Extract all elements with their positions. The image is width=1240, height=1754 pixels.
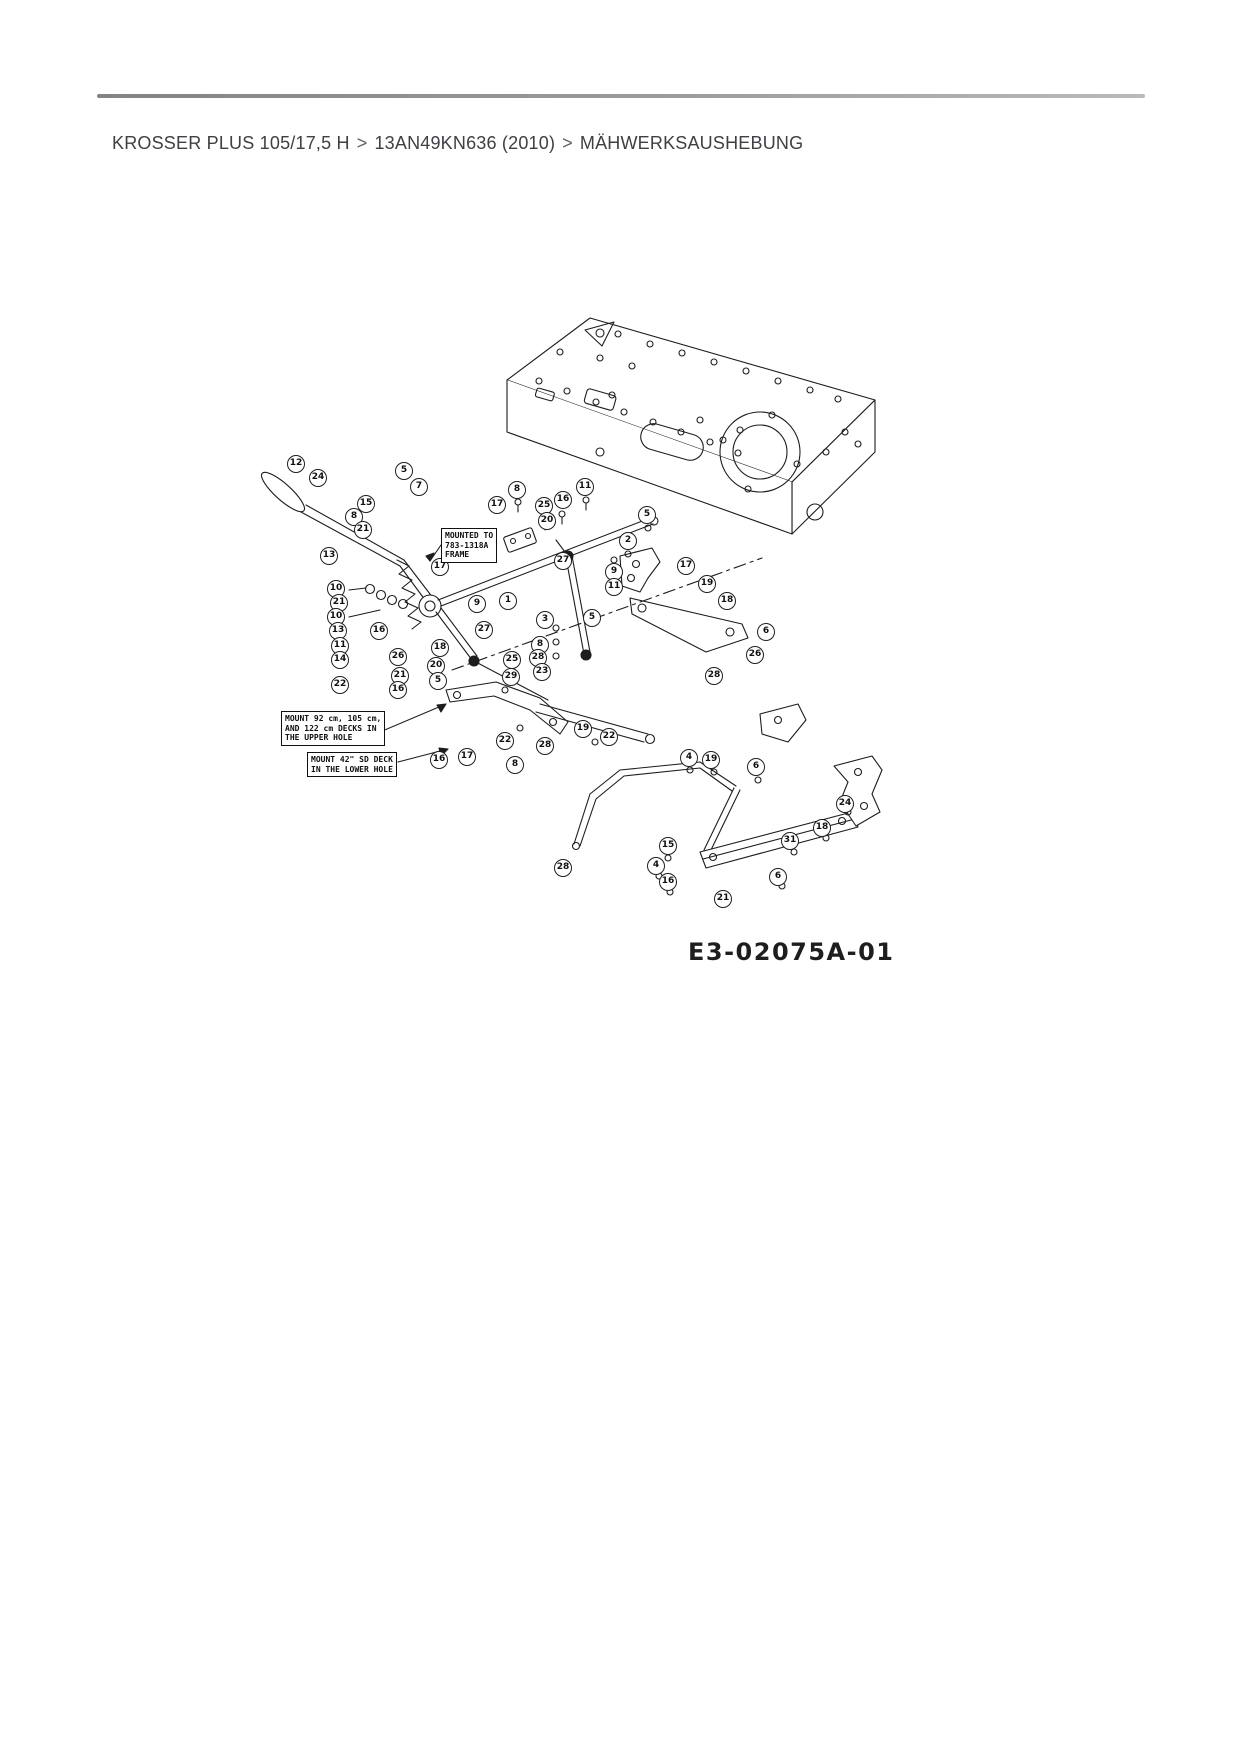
callout-28: 28 <box>554 859 572 877</box>
callout-18: 18 <box>813 819 831 837</box>
callout-17: 17 <box>677 557 695 575</box>
callout-15: 15 <box>659 837 677 855</box>
callout-9: 9 <box>468 595 486 613</box>
callout-19: 19 <box>702 751 720 769</box>
callout-16: 16 <box>389 681 407 699</box>
callout-14: 14 <box>331 651 349 669</box>
callout-16: 16 <box>370 622 388 640</box>
callout-2: 2 <box>619 532 637 550</box>
callout-6: 6 <box>757 623 775 641</box>
callout-21: 21 <box>714 890 732 908</box>
callout-28: 28 <box>529 649 547 667</box>
callout-31: 31 <box>781 832 799 850</box>
callout-28: 28 <box>705 667 723 685</box>
deck-arm <box>629 597 749 653</box>
callout-15: 15 <box>357 495 375 513</box>
callout-13: 13 <box>329 622 347 640</box>
callout-24: 24 <box>309 469 327 487</box>
callout-16: 16 <box>554 491 572 509</box>
callout-19: 19 <box>574 720 592 738</box>
callout-22: 22 <box>331 676 349 694</box>
callout-5: 5 <box>395 462 413 480</box>
callout-17: 17 <box>458 748 476 766</box>
spring <box>396 559 422 630</box>
breadcrumb: KROSSER PLUS 105/17,5 H >13AN49KN636 (201… <box>112 133 803 154</box>
callout-11: 11 <box>576 478 594 496</box>
callout-18: 18 <box>718 592 736 610</box>
callout-4: 4 <box>680 749 698 767</box>
callout-17: 17 <box>431 558 449 576</box>
callout-22: 22 <box>600 728 618 746</box>
callout-25: 25 <box>503 651 521 669</box>
callout-20: 20 <box>538 512 556 530</box>
callout-5: 5 <box>429 672 447 690</box>
callout-16: 16 <box>430 751 448 769</box>
callout-8: 8 <box>508 481 526 499</box>
callout-22: 22 <box>496 732 514 750</box>
callout-3: 3 <box>536 611 554 629</box>
callout-12: 12 <box>287 455 305 473</box>
callout-19: 19 <box>698 575 716 593</box>
callout-23: 23 <box>533 663 551 681</box>
callout-6: 6 <box>769 868 787 886</box>
breadcrumb-item[interactable]: KROSSER PLUS 105/17,5 H <box>112 133 350 153</box>
callout-4: 4 <box>647 857 665 875</box>
callout-26: 26 <box>746 646 764 664</box>
callout-21: 21 <box>354 521 372 539</box>
callout-16: 16 <box>659 873 677 891</box>
callout-5: 5 <box>583 609 601 627</box>
callout-1: 1 <box>499 592 517 610</box>
diagram-code: E3-02075A-01 <box>688 938 895 966</box>
lift-lever <box>260 471 442 630</box>
callout-24: 24 <box>836 795 854 813</box>
callout-5: 5 <box>638 506 656 524</box>
callout-7: 7 <box>410 478 428 496</box>
callout-27: 27 <box>475 621 493 639</box>
callout-20: 20 <box>427 657 445 675</box>
callout-26: 26 <box>389 648 407 666</box>
callout-13: 13 <box>320 547 338 565</box>
front-lift-arm <box>445 681 656 745</box>
callout-11: 11 <box>605 578 623 596</box>
callout-17: 17 <box>488 496 506 514</box>
top-divider <box>97 94 1145 98</box>
callout-27: 27 <box>554 552 572 570</box>
breadcrumb-separator: > <box>562 133 573 153</box>
breadcrumb-item[interactable]: 13AN49KN636 (2010) <box>374 133 556 153</box>
chassis-frame <box>506 317 876 535</box>
callout-8: 8 <box>506 756 524 774</box>
breadcrumb-separator: > <box>356 133 368 153</box>
callout-29: 29 <box>502 668 520 686</box>
breadcrumb-item[interactable]: MÄHWERKSAUSHEBUNG <box>579 133 804 153</box>
callout-6: 6 <box>747 758 765 776</box>
callout-9: 9 <box>605 563 623 581</box>
callout-28: 28 <box>536 737 554 755</box>
callout-18: 18 <box>431 639 449 657</box>
